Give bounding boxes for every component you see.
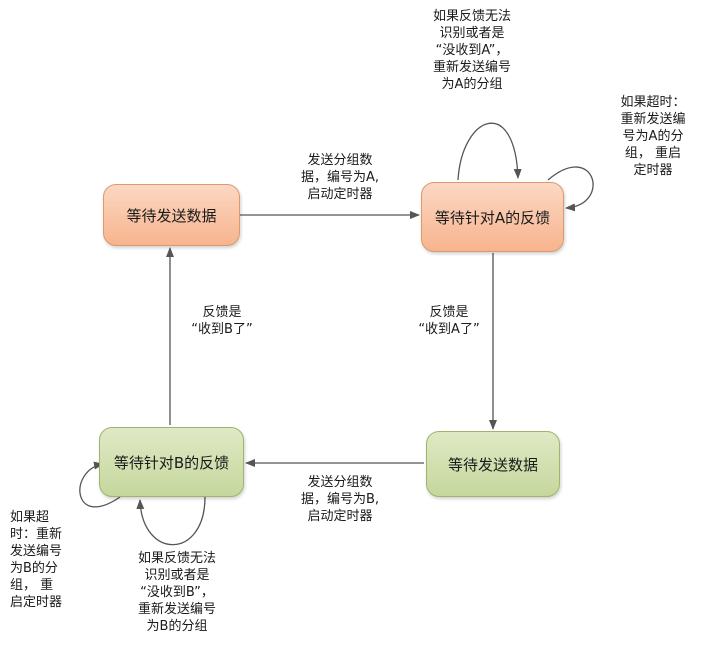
loop-b-unrecognized-label: 如果反馈无法 识别或者是 “没收到B”， 重新发送编号 为B的分组: [137, 551, 216, 634]
state-wait-send-bottom: 等待发送数据: [426, 431, 560, 497]
state-wait-feedback-b: 等待针对B的反馈: [99, 427, 244, 497]
state-wait-feedback-a-label: 等待针对A的反馈: [434, 208, 551, 227]
edge-send-a-label: 发送分组数 据，编号为A, 启动定时器: [300, 153, 380, 202]
state-wait-send-top: 等待发送数据: [103, 184, 240, 246]
edge-feedback-got-a-label: 反馈是 “收到A了”: [418, 305, 480, 337]
edge-send-b-label: 发送分组数 据，编号为B, 启动定时器: [300, 475, 380, 524]
loop-b-timeout-arrow: [79, 461, 121, 508]
loop-a-unrecognized-label: 如果反馈无法 识别或者是 “没收到A”， 重新发送编号 为A的分组: [432, 9, 511, 92]
loop-a-unrecognized-arrow: [457, 122, 522, 181]
state-wait-send-top-label: 等待发送数据: [126, 206, 217, 225]
state-wait-feedback-b-label: 等待针对B的反馈: [113, 453, 230, 472]
loop-b-unrecognized-arrow: [136, 496, 206, 546]
loop-a-timeout-arrow: [547, 166, 594, 212]
loop-b-timeout-label: 如果超 时：重新 发送编号 为B的分 组， 重 启定时器: [10, 510, 63, 610]
edge-feedback-got-b-label: 反馈是 “收到B了”: [191, 305, 253, 337]
state-wait-send-bottom-label: 等待发送数据: [447, 455, 538, 474]
loop-a-timeout-label: 如果超时： 重新发送编 号为A的分 组， 重启 定时器: [620, 95, 686, 178]
state-wait-feedback-a: 等待针对A的反馈: [421, 182, 564, 252]
